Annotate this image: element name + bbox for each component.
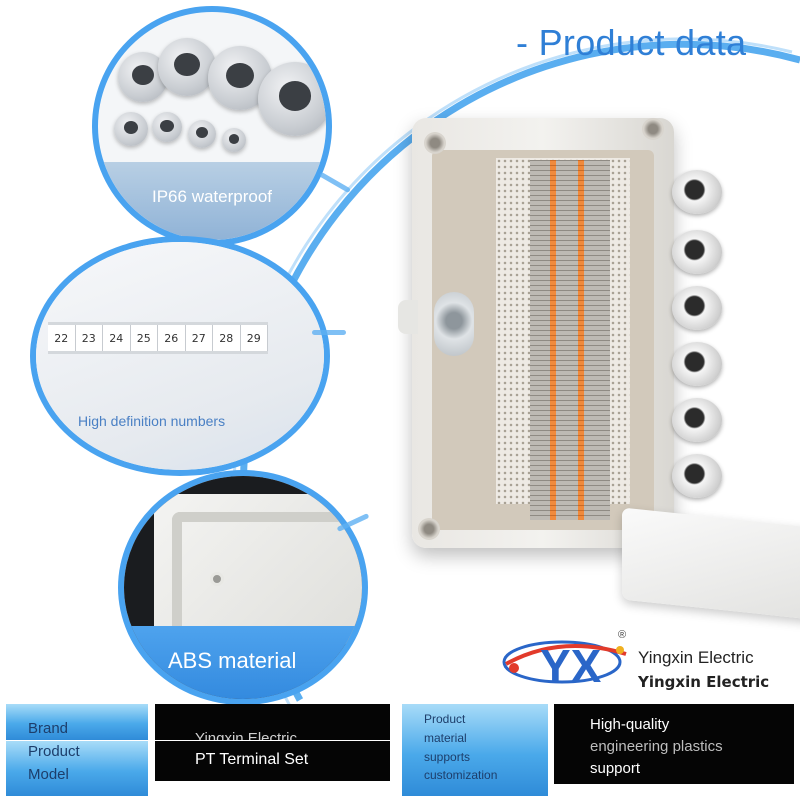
screw-hole: [424, 132, 446, 154]
strip-number: 25: [131, 325, 158, 351]
brand-logo-icon: YX ®: [502, 629, 627, 692]
spec-custom-cell: Product material supports customization: [402, 704, 548, 796]
cable-gland-image: [258, 62, 326, 136]
feature-abs: ABS material: [118, 470, 368, 705]
spec-material-text: support: [590, 760, 641, 777]
spec-brand-label: Brand: [28, 720, 69, 737]
connector-dash: [312, 330, 346, 335]
cable-gland-image: [114, 112, 148, 146]
feature-label: High definition numbers: [78, 413, 226, 429]
spec-custom-text: Product: [424, 712, 466, 726]
cable-gland-image: [188, 120, 216, 148]
strip-number: 29: [241, 325, 268, 351]
spec-custom-text: customization: [424, 768, 498, 782]
spec-model-label: Product: [28, 743, 80, 760]
label-band: [98, 162, 326, 240]
spec-custom-text: supports: [424, 750, 471, 764]
logo-mark-text: YX: [540, 640, 602, 692]
strip-number: 22: [48, 325, 76, 351]
feature-numbers: 22 23 24 25 26 27 28 29 High definition …: [30, 236, 330, 476]
strip-number: 23: [76, 325, 103, 351]
cable-gland-image: [158, 38, 216, 96]
cable-gland-image: [672, 230, 722, 274]
strip-number: 27: [186, 325, 213, 351]
spec-model-label-cell: Product Model: [6, 741, 148, 796]
cable-gland-image: [672, 170, 722, 214]
cable-gland-image: [672, 342, 722, 386]
label-band: [124, 626, 362, 699]
cable-gland-image: [118, 52, 168, 102]
cable-gland-image: [672, 398, 722, 442]
side-stub: [398, 300, 418, 334]
feature-label: ABS material: [168, 648, 297, 673]
terminal-orange-stripe: [550, 160, 556, 520]
spec-brand-value-cell: Yingxin Electric: [155, 704, 390, 740]
screw-hole: [418, 518, 440, 540]
spec-material-text: engineering plastics: [590, 738, 723, 755]
spec-model-value: PT Terminal Set: [195, 751, 309, 768]
registered-mark: ®: [618, 629, 626, 641]
terminal-block-rail: [530, 160, 610, 520]
spec-custom-text: material: [424, 731, 467, 745]
strip-number: 28: [213, 325, 241, 351]
strip-number: 26: [158, 325, 186, 351]
numbers-background: [36, 242, 324, 470]
brand-name-bold: Yingxin Electric: [638, 673, 770, 691]
brand-name: Yingxin Electric: [638, 648, 754, 667]
screw-hole: [642, 118, 664, 140]
strip-number: 24: [103, 325, 131, 351]
feature-waterproof: IP66 waterproof: [92, 6, 332, 246]
spec-brand-value: Yingxin Electric: [195, 730, 297, 740]
number-strip: 22 23 24 25 26 27 28 29: [48, 322, 268, 354]
feature-label: IP66 waterproof: [152, 187, 273, 206]
cable-gland-image: [152, 112, 182, 142]
spec-material-text: High-quality: [590, 716, 670, 733]
lid-rim: [172, 512, 362, 642]
screw-hole: [210, 572, 224, 586]
cable-gland-image: [672, 454, 722, 498]
spec-model-value-cell: PT Terminal Set: [155, 741, 390, 781]
spec-model-label: Model: [28, 766, 69, 783]
page-title: - Product data: [516, 22, 747, 63]
cable-gland-image: [434, 292, 474, 356]
terminal-orange-stripe: [578, 160, 584, 520]
cable-gland-image: [672, 286, 722, 330]
spec-material-cell: High-quality engineering plastics suppor…: [554, 704, 794, 784]
spec-brand-label-cell: Brand: [6, 704, 148, 740]
cable-gland-image: [222, 128, 246, 152]
